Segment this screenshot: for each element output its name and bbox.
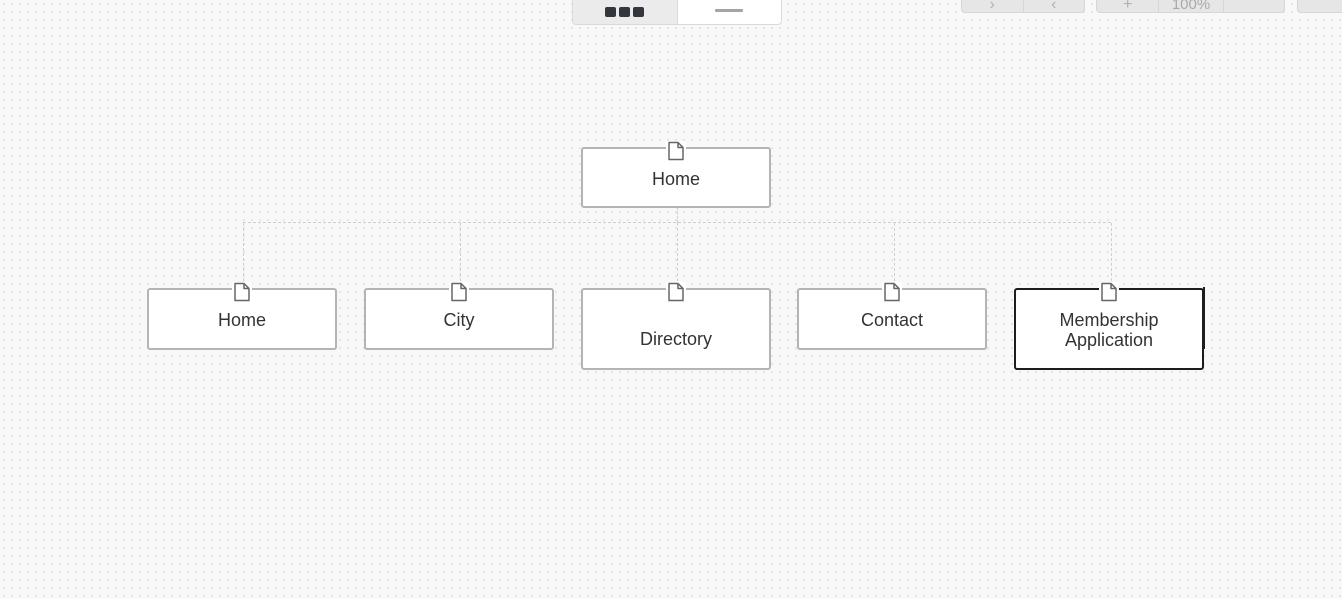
page-icon xyxy=(882,282,902,302)
page-icon xyxy=(1099,282,1119,302)
view-mode-toggle[interactable] xyxy=(572,0,782,25)
list-view-icon xyxy=(715,9,744,12)
node-title: Directory xyxy=(639,329,712,349)
undo-icon: ‹ xyxy=(1051,0,1057,13)
page-icon xyxy=(232,282,252,302)
history-controls: › ‹ xyxy=(961,0,1085,13)
resize-handle[interactable] xyxy=(1203,287,1205,349)
sitemap-node-root[interactable]: Home xyxy=(581,141,771,208)
zoom-controls: + 100% xyxy=(1096,0,1285,13)
undo-button[interactable]: ‹ xyxy=(1024,0,1085,12)
more-button[interactable] xyxy=(1298,0,1342,12)
connector-child-2 xyxy=(460,223,461,281)
zoom-out-button[interactable] xyxy=(1224,0,1284,12)
page-icon xyxy=(666,282,686,302)
connector-child-3 xyxy=(677,223,678,281)
page-icon xyxy=(449,282,469,302)
node-title: Membership Application xyxy=(1059,310,1159,350)
tree-view-button[interactable] xyxy=(573,0,678,24)
sitemap-node-directory[interactable]: Directory xyxy=(581,282,771,370)
sitemap-node-contact[interactable]: Contact xyxy=(797,282,987,350)
node-title: Home xyxy=(651,168,700,189)
connector-root-stem xyxy=(677,207,678,223)
page-icon xyxy=(666,141,686,161)
redo-icon: › xyxy=(989,0,995,13)
zoom-level-display[interactable]: 100% xyxy=(1159,0,1224,12)
redo-button[interactable]: › xyxy=(962,0,1024,12)
node-title: Contact xyxy=(860,310,924,330)
zoom-in-button[interactable]: + xyxy=(1097,0,1160,13)
connector-child-4 xyxy=(894,223,895,281)
connector-child-5 xyxy=(1111,223,1112,281)
list-view-button[interactable] xyxy=(678,0,782,24)
sitemap-node-membership-application[interactable]: Membership Application xyxy=(1014,282,1205,370)
more-controls xyxy=(1297,0,1342,13)
tree-view-icon xyxy=(605,6,645,17)
node-title: Home xyxy=(217,310,266,330)
sitemap-node-city[interactable]: City xyxy=(364,282,554,350)
node-title: City xyxy=(443,310,475,330)
connector-horizontal xyxy=(243,222,1111,223)
connector-child-1 xyxy=(243,223,244,281)
sitemap-node-home[interactable]: Home xyxy=(147,282,337,350)
zoom-in-icon: + xyxy=(1123,0,1133,13)
